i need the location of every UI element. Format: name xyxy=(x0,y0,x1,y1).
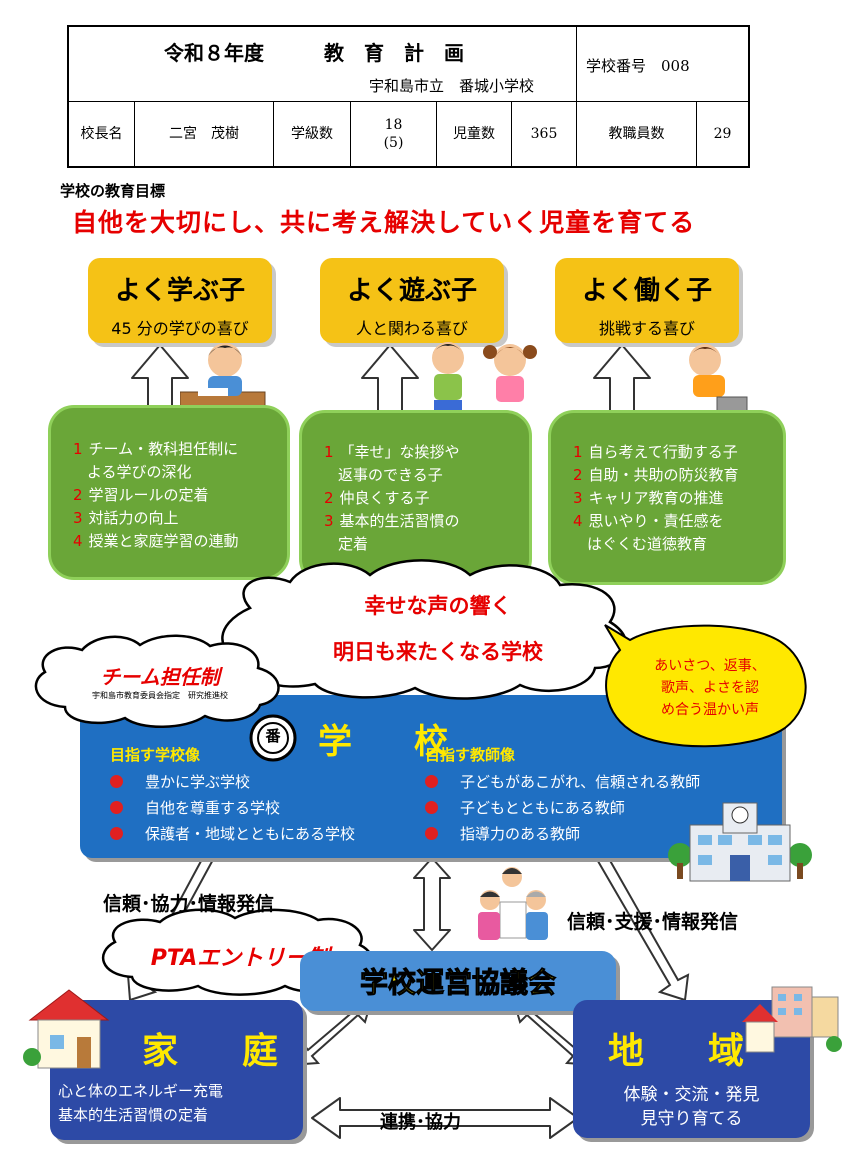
school-vision-title: 目指す学校像 xyxy=(110,746,201,764)
staff-count: 29 xyxy=(713,125,732,142)
playing-children-illustration xyxy=(432,342,537,414)
council-box: 学校運営協議会 xyxy=(300,951,616,1011)
list-item: はぐくむ道徳教育 xyxy=(587,535,708,553)
link-label-bottom: 連携･協力 xyxy=(380,1112,461,1133)
school-title: 学 校 xyxy=(318,722,462,762)
pillar-work-header: よく働く子 挑戦する喜び xyxy=(555,258,739,343)
pta-cloud-title: PTAエントリー制 xyxy=(150,946,330,971)
bubble-line: 歌声、よさを認 xyxy=(661,680,759,696)
team-cloud-note: 宇和島市教育委員会指定 研究推進校 xyxy=(92,691,228,700)
double-arrow-icon xyxy=(413,857,451,951)
teacher-vision-title: 目指す教師像 xyxy=(425,746,516,764)
list-item: 返事のできる子 xyxy=(338,466,443,484)
link-label-left: 信頼･協力･情報発信 xyxy=(103,893,275,915)
bullet-icon xyxy=(425,775,438,788)
community-line2: 見守り育てる xyxy=(640,1109,743,1129)
town-illustration xyxy=(742,986,842,1053)
team-cloud-shape xyxy=(34,634,280,728)
school-vision-item: 自他を尊重する学校 xyxy=(110,797,280,818)
council-title: 学校運営協議会 xyxy=(359,966,556,1000)
home-title: 家 庭 xyxy=(142,1031,293,1072)
principal-name: 二宮 茂樹 xyxy=(135,102,274,166)
year-title: 令和８年度 xyxy=(164,41,264,65)
pillar-title: よく学ぶ子 xyxy=(114,276,245,306)
plan-title: 教 育 計 画 xyxy=(324,41,464,65)
list-item: 定着 xyxy=(338,535,369,553)
bullet-icon xyxy=(425,801,438,814)
bullet-icon xyxy=(110,775,123,788)
pillar-title: よく遊ぶ子 xyxy=(346,276,477,306)
student-count: 365 xyxy=(512,102,577,166)
teacher-vision-item: 子どもとともにある教師 xyxy=(425,797,625,818)
link-label-right: 信頼･支援･情報発信 xyxy=(567,911,739,933)
home-box: 家 庭 心と体のエネルギー充電 基本的生活習慣の定着 xyxy=(50,1000,303,1140)
speech-bubble-text: あいさつ、返事、 歌声、よさを認 め合う温かい声 xyxy=(620,655,800,721)
class-count-cell: 18 (5) xyxy=(351,102,437,166)
staff-count-label: 教職員数 xyxy=(577,102,697,166)
council-people-illustration xyxy=(478,867,548,940)
class-count: 18 xyxy=(384,116,403,133)
pillar-subtitle: 45 分の学びの喜び xyxy=(111,319,249,338)
pillar-play-header: よく遊ぶ子 人と関わる喜び xyxy=(320,258,504,343)
home-line2: 基本的生活習慣の定着 xyxy=(58,1106,209,1124)
student-count-label: 児童数 xyxy=(437,102,512,166)
school-vision-item: 豊かに学ぶ学校 xyxy=(110,771,250,792)
school-number: 学校番号 008 xyxy=(586,57,690,75)
bubble-line: め合う温かい声 xyxy=(661,702,759,718)
list-item: よる学びの深化 xyxy=(87,463,192,481)
class-count-sub: (5) xyxy=(383,135,404,151)
goal-label: 学校の教育目標 xyxy=(60,182,166,200)
working-child-illustration xyxy=(689,344,748,414)
pillar-title: よく働く子 xyxy=(581,276,712,306)
main-cloud-shape xyxy=(221,559,628,700)
principal-label: 校長名 xyxy=(69,102,135,166)
community-title: 地 域 xyxy=(608,1031,759,1072)
list-item: 1「幸せ」な挨拶や xyxy=(324,443,460,461)
bullet-icon xyxy=(110,827,123,840)
bullet-icon xyxy=(110,801,123,814)
school-emblem-icon xyxy=(249,714,297,762)
speech-bubble-shape xyxy=(604,624,807,748)
main-cloud-line1: 幸せな声の響く xyxy=(364,594,512,618)
header-table: 令和８年度 教 育 計 画 宇和島市立 番城小学校 学校番号 008 校長名 二… xyxy=(67,25,750,168)
goal-text: 自他を大切にし、共に考え解決していく児童を育てる xyxy=(72,208,696,237)
team-cloud-title: チーム担任制 xyxy=(100,665,220,689)
house-illustration xyxy=(23,989,110,1069)
home-line1: 心と体のエネルギー充電 xyxy=(58,1082,224,1100)
divider xyxy=(576,27,577,101)
bullet-icon xyxy=(425,827,438,840)
bubble-line: あいさつ、返事、 xyxy=(654,658,766,674)
school-emblem-text: 番 xyxy=(265,727,281,745)
main-cloud-line2: 明日も来たくなる学校 xyxy=(333,640,543,664)
pillar-subtitle: 人と関わる喜び xyxy=(355,319,468,338)
divider xyxy=(69,101,748,102)
community-line1: 体験・交流・発見 xyxy=(623,1085,760,1105)
pillar-subtitle: 挑戦する喜び xyxy=(598,319,695,338)
school-vision-item: 保護者・地域とともにある学校 xyxy=(110,823,355,844)
teacher-vision-item: 指導力のある教師 xyxy=(425,823,580,844)
class-count-label: 学級数 xyxy=(274,102,351,166)
school-building-illustration xyxy=(668,802,812,882)
school-name: 宇和島市立 番城小学校 xyxy=(369,77,535,95)
pillar-learn-header: よく学ぶ子 45 分の学びの喜び xyxy=(88,258,272,343)
teacher-vision-item: 子どもがあこがれ、信頼される教師 xyxy=(425,771,700,792)
